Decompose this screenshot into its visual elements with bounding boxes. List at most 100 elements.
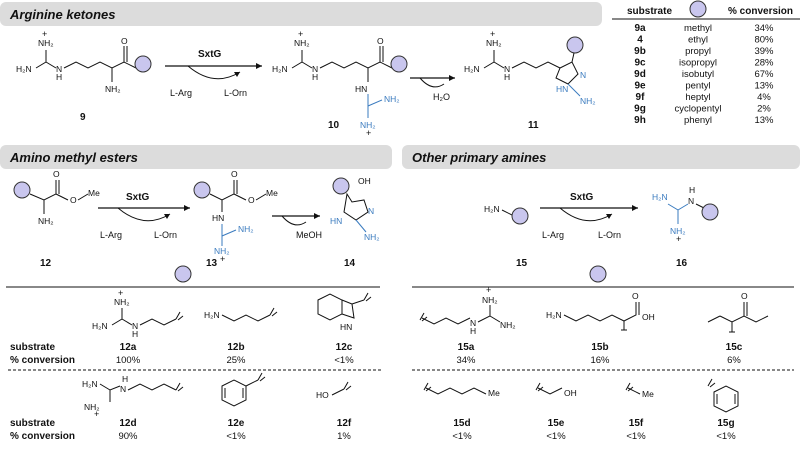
svg-text:H₂N: H₂N — [272, 64, 288, 74]
svg-text:O: O — [248, 195, 255, 205]
structure-15c: O — [707, 291, 769, 333]
table-cell-conversion: 39% — [754, 46, 774, 57]
svg-text:H₂N: H₂N — [16, 64, 32, 74]
svg-text:O: O — [632, 291, 639, 301]
svg-text:H: H — [56, 72, 62, 82]
structure-12b: H₂N — [204, 307, 278, 322]
svg-text:N: N — [312, 64, 318, 74]
svg-text:L-Orn: L-Orn — [224, 88, 247, 98]
header-bar-arginine — [0, 2, 602, 26]
table-cell-name: propyl — [685, 46, 711, 57]
substrate-id: 15g — [717, 418, 734, 429]
table-cell-name: pentyl — [685, 81, 710, 92]
substituent-circle-icon — [589, 265, 607, 283]
conversion-value: <1% — [716, 431, 736, 442]
svg-text:O: O — [741, 291, 748, 301]
svg-text:SxtG: SxtG — [126, 192, 150, 203]
table-cell-conversion: 34% — [754, 23, 774, 34]
substrate-id: 15a — [458, 342, 475, 353]
svg-text:Me: Me — [488, 388, 500, 398]
compound-12: O O Me NH₂ 12 — [13, 169, 100, 269]
svg-text:H: H — [312, 72, 318, 82]
table-cell-name: phenyl — [684, 115, 712, 126]
structure-12a: + NH₂ H₂N N H — [92, 288, 184, 339]
svg-text:H₂N: H₂N — [546, 310, 562, 320]
svg-text:Me: Me — [266, 188, 278, 198]
table-cell-name: heptyl — [685, 92, 710, 103]
table-cell-conversion: 13% — [754, 81, 774, 92]
compound-label-9: 9 — [80, 112, 86, 123]
svg-text:NH₂: NH₂ — [580, 96, 596, 106]
svg-text:H₂N: H₂N — [92, 321, 108, 331]
table-cell-conversion: 28% — [754, 58, 774, 69]
svg-text:NH₂: NH₂ — [238, 224, 254, 234]
row-label-conversion-2: % conversion — [10, 431, 75, 442]
header-bar-esters — [0, 145, 392, 169]
svg-text:H₂O: H₂O — [433, 92, 450, 102]
substrate-id: 15f — [629, 418, 644, 429]
svg-text:NH₂: NH₂ — [105, 84, 121, 94]
conversion-value: <1% — [546, 431, 566, 442]
compound-label-11: 11 — [528, 120, 539, 131]
substrate-id: 15b — [591, 342, 608, 353]
compound-label-16: 16 — [676, 258, 688, 269]
substrate-id: 12b — [227, 342, 244, 353]
compound-14: OH HN N NH₂ 14 — [330, 176, 380, 269]
svg-text:H: H — [504, 72, 510, 82]
table-header-conversion: % conversion — [728, 6, 793, 17]
svg-text:N: N — [470, 318, 476, 328]
substrate-id: 15e — [548, 418, 565, 429]
table-cell-id: 9e — [634, 81, 646, 92]
svg-text:H₂N: H₂N — [204, 310, 220, 320]
compound-label-15: 15 — [516, 258, 528, 269]
svg-text:NH₂: NH₂ — [364, 232, 380, 242]
substituent-circle-icon — [701, 203, 719, 221]
row-label-substrate-2: substrate — [10, 418, 55, 429]
compound-11: + NH₂ H₂N N H HN N NH₂ 11 — [464, 29, 596, 131]
conversion-value: <1% — [626, 431, 646, 442]
table-cell-id: 4 — [637, 35, 643, 46]
section-title-esters: Amino methyl esters — [9, 150, 138, 165]
structure-15b: H₂N O OH — [546, 291, 655, 331]
substrate-id: 12d — [119, 418, 136, 429]
compound-13: O O Me HN NH₂ NH₂ + 13 — [193, 169, 278, 269]
reaction-arrow-3: SxtG L-Arg L-Orn — [98, 192, 190, 240]
svg-text:+: + — [490, 29, 495, 39]
svg-text:NH₂: NH₂ — [482, 295, 498, 305]
compound-label-13: 13 — [206, 258, 218, 269]
svg-text:OH: OH — [564, 388, 577, 398]
structure-12d: H₂N H N NH₂ + — [82, 374, 184, 419]
structure-15d: Me — [423, 382, 500, 398]
svg-text:NH₂: NH₂ — [38, 38, 54, 48]
svg-text:SxtG: SxtG — [570, 192, 594, 203]
table-header-substrate: substrate — [627, 6, 672, 17]
svg-text:H: H — [132, 329, 138, 339]
svg-text:O: O — [53, 169, 60, 179]
svg-text:L-Orn: L-Orn — [154, 230, 177, 240]
row-label-conversion-1: % conversion — [10, 355, 75, 366]
svg-text:HN: HN — [556, 84, 568, 94]
table-cell-conversion: 80% — [754, 35, 774, 46]
reaction-arrow-5: SxtG L-Arg L-Orn — [540, 192, 638, 240]
svg-text:N: N — [56, 64, 62, 74]
svg-text:HN: HN — [330, 216, 342, 226]
svg-text:HN: HN — [355, 84, 367, 94]
svg-text:NH₂: NH₂ — [500, 320, 516, 330]
svg-text:L-Arg: L-Arg — [542, 230, 564, 240]
compound-16: H₂N N H NH₂ + 16 — [652, 185, 719, 269]
reaction-arrow-2: H₂O — [410, 75, 455, 102]
table-cell-name: isopropyl — [679, 58, 717, 69]
substrate-id: 12c — [336, 342, 353, 353]
svg-text:O: O — [231, 169, 238, 179]
svg-text:HN: HN — [212, 213, 224, 223]
svg-text:H₂N: H₂N — [484, 204, 500, 214]
svg-text:H₂N: H₂N — [82, 379, 98, 389]
svg-text:OH: OH — [642, 312, 655, 322]
svg-text:NH₂: NH₂ — [360, 120, 376, 130]
table-cell-conversion: 13% — [754, 115, 774, 126]
svg-text:+: + — [42, 29, 47, 39]
header-bar-amines — [402, 145, 800, 169]
svg-text:L-Arg: L-Arg — [100, 230, 122, 240]
substrate-id: 12e — [228, 418, 245, 429]
table-cell-name: cyclopentyl — [675, 104, 722, 115]
